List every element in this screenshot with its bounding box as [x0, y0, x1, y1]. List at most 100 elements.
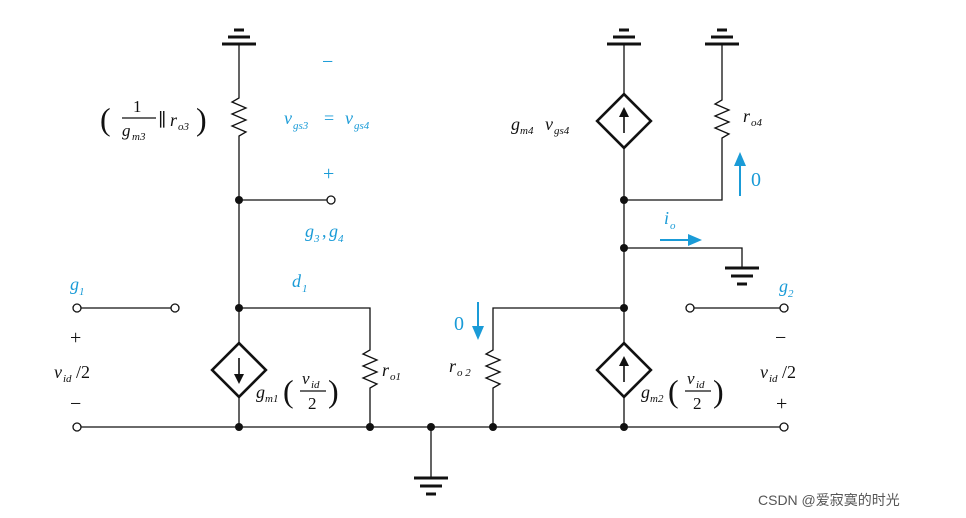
current-source-gm4: [595, 92, 653, 150]
node-dot: [366, 423, 374, 431]
svg-text:v: v: [302, 369, 310, 388]
current-source-gm4-label: g m4 v gs4: [511, 114, 570, 137]
ro4-current-arrow: [734, 152, 746, 196]
node-dot: [235, 423, 243, 431]
ground-symbol-bottom: [414, 476, 448, 496]
vid-left-minus: −: [70, 393, 81, 415]
vid-right-plus: +: [776, 393, 787, 415]
svg-text:m1: m1: [265, 393, 278, 405]
terminal-g1-right: [170, 303, 180, 313]
svg-text:gs3: gs3: [293, 120, 309, 132]
svg-text:2: 2: [308, 394, 317, 413]
terminal-g2-left: [685, 303, 695, 313]
node-g2-label: g 2: [779, 276, 794, 300]
wire-d1-to-ro1: [239, 307, 371, 344]
svg-text:g: g: [511, 114, 520, 134]
svg-text:1: 1: [302, 283, 308, 295]
svg-text:g: g: [779, 276, 788, 296]
svg-text:1: 1: [133, 97, 142, 116]
vdd-symbol-left: [222, 28, 256, 46]
svg-text:id: id: [311, 379, 320, 391]
svg-text:o1: o1: [390, 371, 401, 383]
svg-text:3: 3: [313, 233, 320, 245]
ro2-current-arrow: [472, 302, 484, 340]
wire-output-to-ground: [624, 247, 743, 268]
svg-text:id: id: [63, 373, 72, 385]
svg-text:r: r: [449, 356, 457, 376]
svg-text:g: g: [256, 382, 265, 402]
svg-text:g: g: [70, 274, 79, 294]
svg-text:o 2: o 2: [457, 367, 471, 379]
terminal-g1-left: [72, 303, 82, 313]
vgs-equality-label: v gs3 = v gs4: [284, 108, 370, 132]
svg-text:id: id: [769, 373, 778, 385]
node-d1-label: d 1: [292, 271, 308, 295]
resistor-ro2: [484, 344, 502, 394]
resistor-ro1: [361, 344, 379, 394]
terminal-g3g4: [326, 195, 336, 205]
svg-text:/2: /2: [782, 362, 796, 382]
wire-ro4-to-output: [624, 144, 723, 201]
current-source-gm2: [595, 341, 653, 399]
ground-symbol-output: [725, 266, 759, 286]
vgs-minus-sign: −: [322, 51, 333, 73]
current-source-gm1-label: g m1 ( v id 2 ): [256, 369, 339, 413]
svg-text:id: id: [696, 379, 705, 391]
svg-text:2: 2: [693, 394, 702, 413]
svg-text:v: v: [345, 108, 353, 128]
current-source-gm2-label: g m2 ( v id 2 ): [641, 369, 724, 413]
resistor-ro4: [713, 94, 731, 144]
vid-left-plus: +: [70, 327, 81, 349]
terminal-left-bottom: [72, 422, 82, 432]
svg-text:r: r: [743, 106, 751, 126]
vid-left-label: v id /2: [54, 362, 90, 385]
svg-text:v: v: [760, 362, 768, 382]
svg-text:): ): [713, 373, 724, 409]
svg-text:r: r: [382, 360, 390, 380]
io-label: i o: [664, 208, 676, 232]
svg-text:,: ,: [322, 221, 327, 241]
node-g3g4-label: g 3 , g 4: [305, 221, 344, 245]
svg-text:g: g: [305, 221, 314, 241]
svg-text:o: o: [670, 220, 676, 232]
svg-text:v: v: [284, 108, 292, 128]
svg-text:): ): [328, 373, 339, 409]
node-dot: [235, 196, 243, 204]
svg-text:1: 1: [79, 286, 85, 298]
svg-text:(: (: [283, 373, 294, 409]
svg-text:4: 4: [338, 233, 344, 245]
node-g1-label: g 1: [70, 274, 85, 298]
resistor-ro2-label: r o 2: [449, 356, 471, 379]
svg-text:=: =: [324, 108, 334, 128]
resistor-ro4-label: r o4: [743, 106, 763, 129]
svg-text:): ): [196, 101, 207, 137]
svg-text:(: (: [100, 101, 111, 137]
svg-text:r: r: [170, 110, 178, 130]
vdd-symbol-gm4: [607, 28, 641, 46]
watermark-text: CSDN @爱寂寞的时光: [758, 492, 900, 508]
svg-text:gs4: gs4: [554, 125, 570, 137]
ro4-current-value: 0: [751, 169, 761, 191]
svg-text:m2: m2: [650, 393, 664, 405]
svg-text:m3: m3: [132, 131, 146, 143]
terminal-g2-right: [779, 303, 789, 313]
svg-text:2: 2: [788, 288, 794, 300]
io-current-arrow: [660, 234, 702, 246]
resistor-m3: [230, 92, 248, 142]
resistor-m3-label: ( 1 g m3 ∥ r o3 ): [100, 97, 207, 143]
svg-text:∥: ∥: [158, 110, 166, 130]
vgs-plus-sign: +: [323, 163, 334, 185]
svg-text:g: g: [641, 382, 650, 402]
svg-text:o3: o3: [178, 121, 190, 133]
svg-text:o4: o4: [751, 117, 763, 129]
current-source-gm1: [210, 341, 268, 399]
vid-right-label: v id /2: [760, 362, 796, 385]
svg-text:v: v: [687, 369, 695, 388]
wire-output-to-ro2: [492, 307, 624, 344]
vid-right-minus: −: [775, 327, 786, 349]
ro2-current-value: 0: [454, 313, 464, 335]
svg-text:g: g: [122, 121, 131, 140]
node-dot: [620, 196, 628, 204]
svg-text:g: g: [329, 221, 338, 241]
